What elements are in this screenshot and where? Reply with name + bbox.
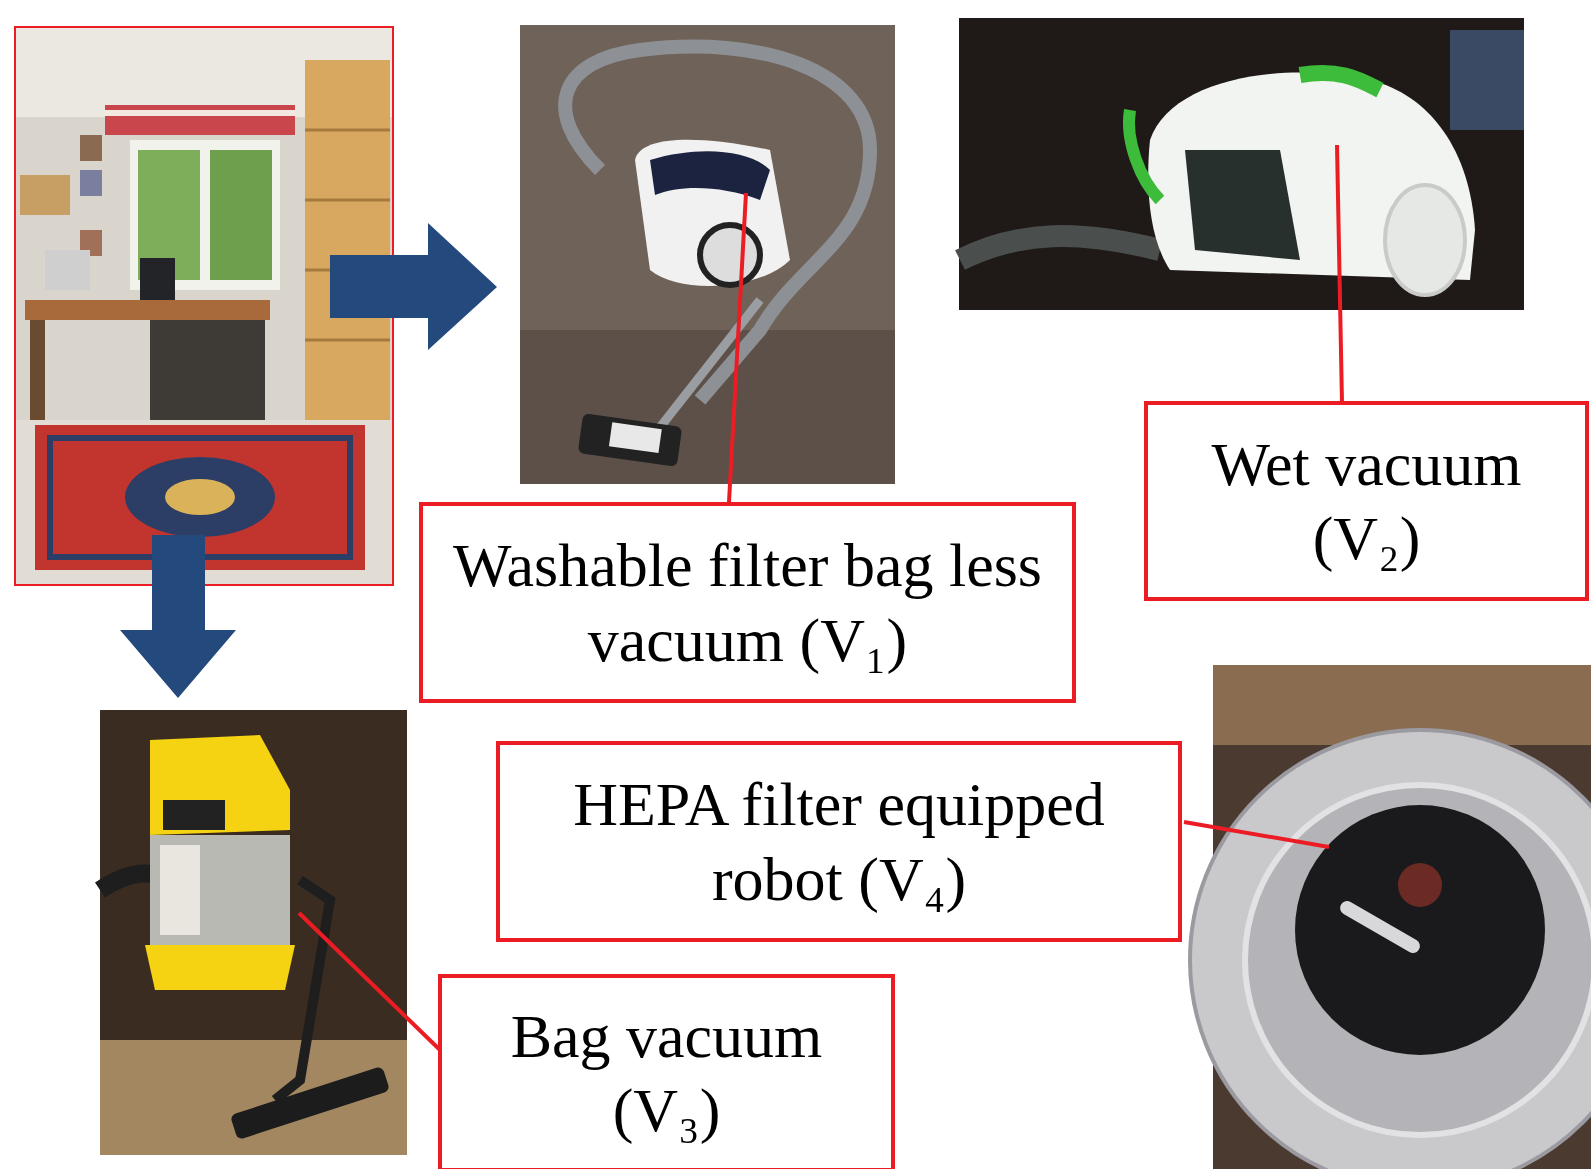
v3-photo (100, 710, 407, 1155)
label-text: HEPA filter equipped robot (V₄) (514, 767, 1164, 916)
label-box: Bag vacuum (V₃) (438, 974, 895, 1169)
leader-line (299, 913, 440, 1050)
blue-arrow (330, 223, 497, 350)
label-text: Bag vacuum (V₃) (456, 999, 877, 1148)
v2-photo (959, 18, 1524, 310)
label-box: Washable filter bag less vacuum (V₁) (419, 502, 1076, 703)
leader-line (1184, 822, 1329, 847)
label-box: Wet vacuum (V₂) (1144, 401, 1589, 601)
leader-line (729, 193, 746, 502)
label-box: HEPA filter equipped robot (V₄) (496, 741, 1182, 942)
label-text: Washable filter bag less vacuum (V₁) (437, 528, 1058, 677)
label-text: Wet vacuum (V₂) (1162, 427, 1571, 576)
v1-photo (520, 25, 895, 484)
v4-photo (1190, 665, 1591, 1169)
leader-line (1337, 145, 1342, 403)
blue-arrow (120, 535, 236, 698)
